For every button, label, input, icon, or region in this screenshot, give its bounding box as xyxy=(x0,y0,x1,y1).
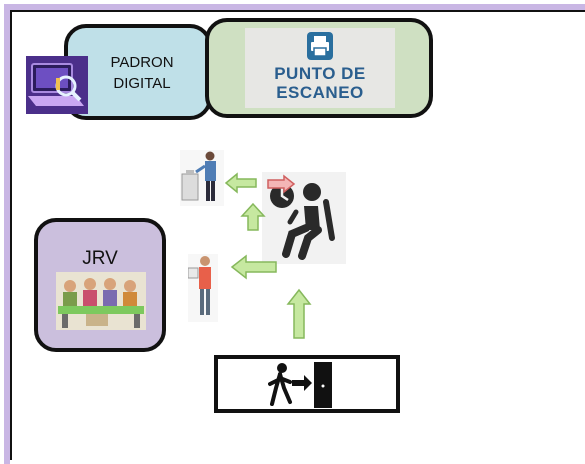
arrow-red-to-espera xyxy=(267,174,296,194)
voting-table-people-icon xyxy=(56,272,146,330)
printer-icon xyxy=(307,32,333,60)
escaneo-label-line2: ESCANEO xyxy=(276,83,364,102)
arrow-espera-to-papeleta xyxy=(230,254,277,280)
escaneo-label-line1: PUNTO DE xyxy=(274,64,366,83)
page-frame-inner xyxy=(10,10,585,460)
arrow-left-to-urna xyxy=(224,172,257,194)
voter-ballot-box-icon xyxy=(180,150,224,206)
laptop-icon xyxy=(26,56,88,114)
person-holding-ballot-icon xyxy=(188,254,218,322)
arrow-up-to-urna xyxy=(240,202,266,231)
jrv-label: JRV xyxy=(82,248,118,269)
padron-label-line2: DIGITAL xyxy=(113,75,171,92)
arrow-entrada-to-espera xyxy=(286,288,312,339)
padron-digital-label: PADRON DIGITAL xyxy=(94,52,190,94)
punto-escaneo-node: PUNTO DE ESCANEO xyxy=(205,18,433,118)
punto-escaneo-card: PUNTO DE ESCANEO xyxy=(245,28,395,108)
jrv-node: JRV xyxy=(34,218,166,352)
padron-label-line1: PADRON xyxy=(110,54,174,71)
page-frame xyxy=(4,4,585,464)
person-entering-door-icon xyxy=(268,362,332,408)
punto-escaneo-label: PUNTO DE ESCANEO xyxy=(245,64,395,102)
